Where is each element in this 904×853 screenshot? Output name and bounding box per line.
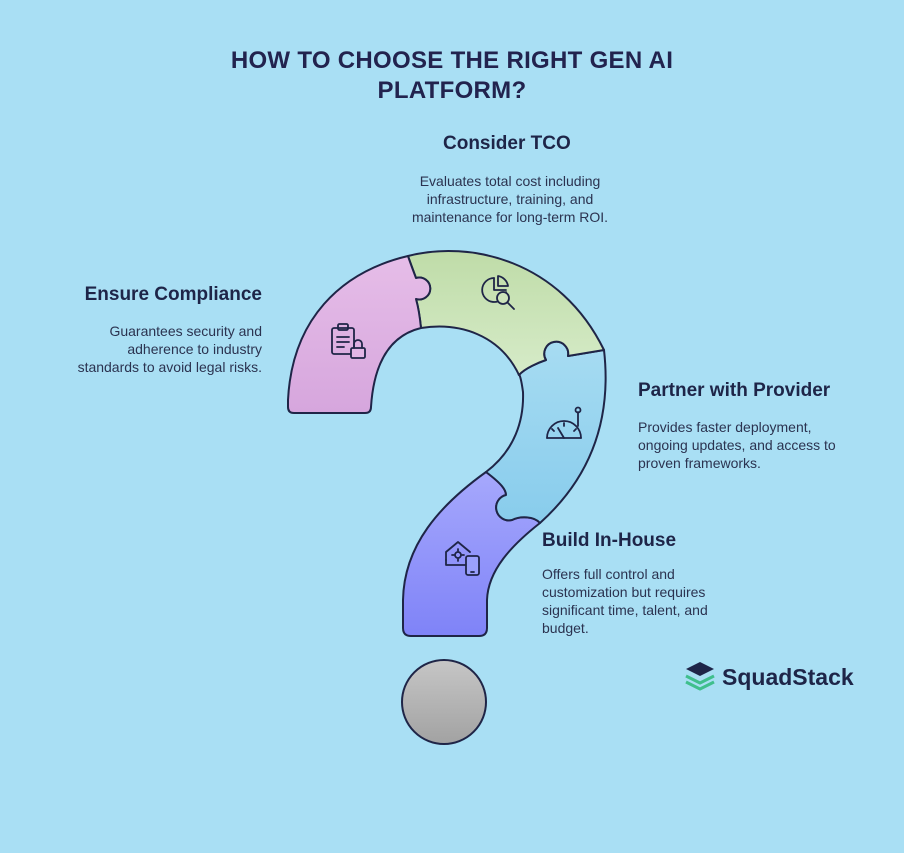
title-line-2: PLATFORM? <box>377 77 527 104</box>
question-mark-dot <box>401 659 487 745</box>
partner-with-provider-description: Provides faster deployment, ongoing upda… <box>638 418 878 472</box>
segment-ensure-compliance <box>287 255 432 414</box>
home-device-icon <box>445 541 480 576</box>
build-in-house-line-4: budget. <box>542 620 589 636</box>
logo-text: SquadStack <box>722 664 854 690</box>
consider-tco-heading: Consider TCO <box>443 133 571 154</box>
ensure-compliance-description: Guarantees security and adherence to ind… <box>52 322 262 376</box>
build-in-house-line-3: significant time, talent, and <box>542 602 708 618</box>
consider-tco-line-3: maintenance for long-term ROI. <box>411 209 609 225</box>
build-in-house-description: Offers full control and customization bu… <box>542 565 762 637</box>
build-in-house-line-2: customization but requires <box>542 584 706 600</box>
partner-with-provider-heading: Partner with Provider <box>638 380 831 401</box>
build-in-house-heading: Build In-House <box>542 530 677 551</box>
ensure-compliance-heading: Ensure Compliance <box>84 284 262 305</box>
build-in-house-line-1: Offers full control and <box>542 566 675 582</box>
clipboard-lock-icon <box>331 323 366 359</box>
consider-tco-description: Evaluates total cost including infrastru… <box>380 172 640 226</box>
ensure-compliance-line-3: standards to avoid legal risks. <box>77 359 262 375</box>
consider-tco-line-2: infrastructure, training, and <box>426 191 594 207</box>
title-line-1: HOW TO CHOOSE THE RIGHT GEN AI <box>230 47 674 74</box>
partner-with-provider-line-3: proven frameworks. <box>638 455 761 471</box>
stack-logo-icon <box>685 662 715 691</box>
pie-chart-search-icon <box>481 275 515 310</box>
partner-with-provider-line-2: ongoing updates, and access to <box>638 437 836 453</box>
gauge-icon <box>546 406 582 439</box>
ensure-compliance-line-1: Guarantees security and <box>109 323 262 339</box>
consider-tco-line-1: Evaluates total cost including <box>419 173 601 189</box>
segment-partner-with-provider <box>485 340 607 524</box>
partner-with-provider-line-1: Provides faster deployment, <box>638 419 812 435</box>
page-title: HOW TO CHOOSE THE RIGHT GEN AI PLATFORM? <box>152 46 752 106</box>
ensure-compliance-line-2: adherence to industry <box>127 341 262 357</box>
